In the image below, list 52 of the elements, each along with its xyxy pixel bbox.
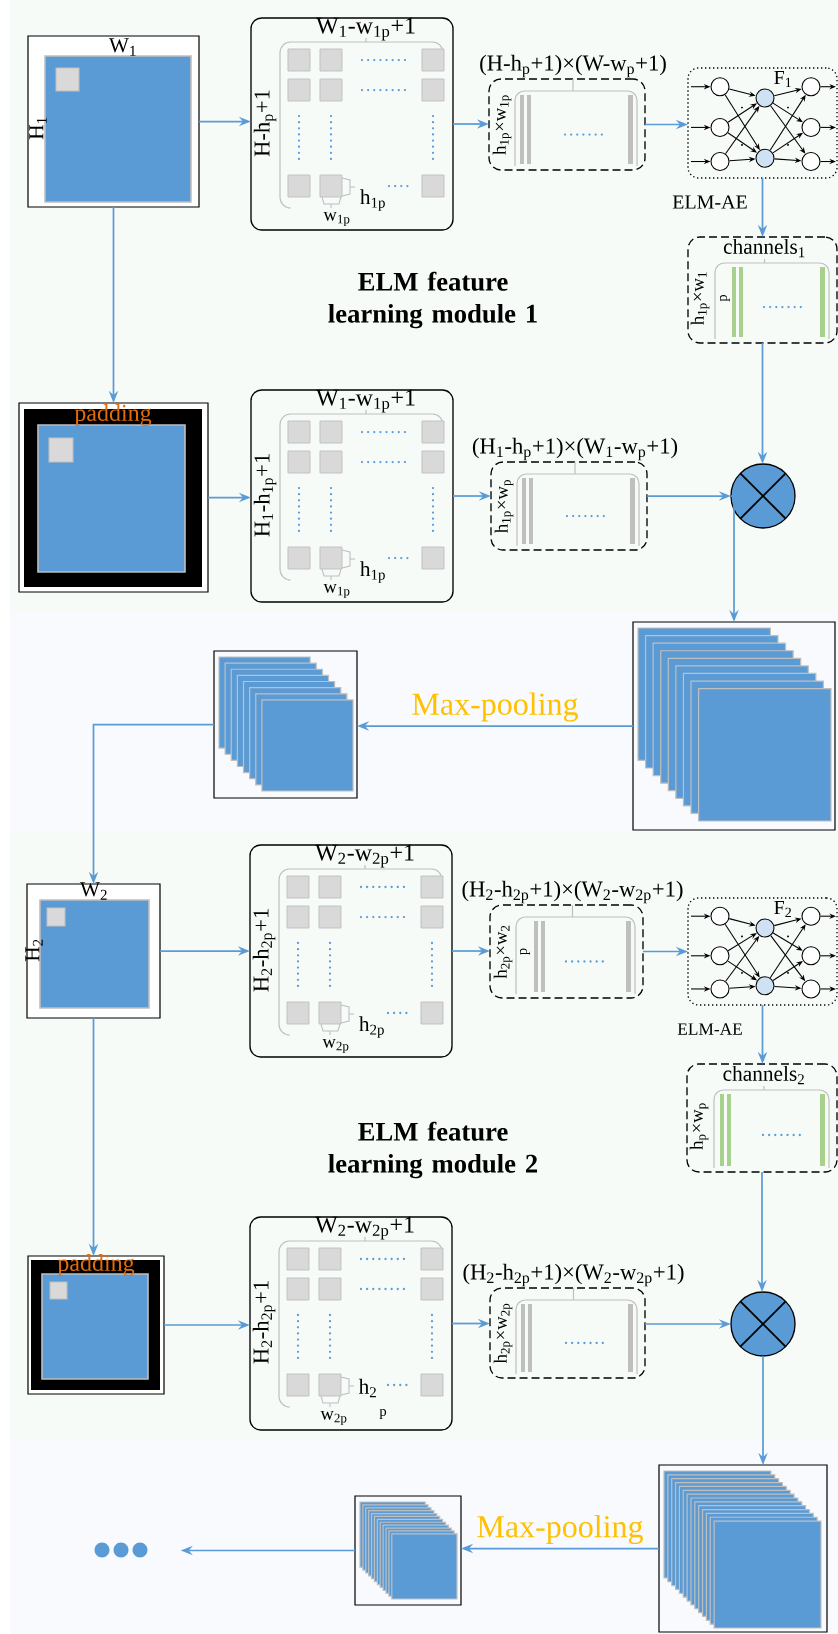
dimension-label: h$_{1p}$×w$_{1}$ (690, 272, 710, 325)
dimension-label: (H-h$_{p}$+1)×(W-w$_{p}$+1) (480, 54, 666, 78)
feature-map-stack-drawing (213, 650, 358, 799)
dimension-label: (H$_{2}$-h$_{2p}$+1)×(W$_{2}$-w$_{2p}$+1) (463, 1263, 684, 1287)
feature-map-stack-drawing (658, 1464, 828, 1633)
module-title: ELM feature learning module 2 (328, 1121, 538, 1179)
dimension-label: H$_{2}$-h$_{2p}$+1 (252, 909, 276, 992)
dimension-label: W$_{2}$-w$_{2p}$+1 (315, 844, 414, 868)
dimension-label: h$_{2p}$ (359, 1016, 384, 1038)
caption-label: ELM-AE (672, 195, 747, 209)
dimension-label: w$_{2p}$ (320, 1410, 347, 1426)
dimension-label: h$_{1p}$ (360, 561, 385, 583)
multiply-circle (730, 1291, 796, 1357)
dimension-label: H$_{1}$ (29, 117, 47, 140)
ellipsis-dots (94, 1542, 148, 1558)
dimension-label: h$_{1p}$ (360, 189, 385, 211)
multiply-circle (730, 463, 796, 529)
dimension-label: h$_{1p}$×w$_{p}$ (494, 480, 514, 533)
edge-label: Max-pooling (410, 691, 580, 723)
dimension-label: h$_{2}$ (358, 1378, 376, 1398)
dimension-label: W$_{2}$-w$_{2p}$+1 (315, 1216, 414, 1240)
dimension-label: w$_{1p}$ (323, 211, 350, 227)
dimension-label: H$_{1}$-h$_{1p}$+1 (253, 454, 277, 537)
dimension-label: H$_{2}$ (25, 939, 43, 962)
dimension-label: p (720, 294, 730, 302)
dimension-label: h$_{2p}$×w$_{2p}$ (493, 1303, 513, 1364)
dimension-label: h$_{2p}$×w$_{2}$ (493, 925, 513, 979)
dimension-label: (H$_{1}$-h$_{p}$+1)×(W$_{1}$-w$_{p}$+1) (472, 437, 678, 461)
layer-label: F$_{1}$ (774, 71, 791, 87)
dimension-label: (H$_{2}$-h$_{2p}$+1)×(W$_{2}$-w$_{2p}$+1) (462, 880, 683, 904)
dimension-label: h$_{p}$×w$_{p}$ (689, 1103, 709, 1150)
caption-label: ELM-AE (677, 1023, 742, 1035)
dimension-label: channels$_{1}$ (723, 238, 805, 258)
dimension-label: p (379, 1409, 387, 1419)
dimension-label: H-h$_{p}$+1 (253, 90, 277, 157)
feature-map-stack-drawing (354, 1495, 462, 1606)
layer-label: F$_{2}$ (774, 901, 791, 917)
edge-label: Max-pooling (475, 1513, 645, 1546)
padding-label: padding (74, 404, 152, 426)
dimension-label: w$_{2p}$ (322, 1038, 349, 1054)
dimension-label: W$_{1}$ (108, 38, 136, 56)
dimension-label: W$_{1}$-w$_{1p}$+1 (316, 17, 415, 41)
dimension-label: w$_{1p}$ (323, 583, 350, 599)
dimension-label: p (520, 948, 530, 955)
dimension-label: H$_{2}$-h$_{2p}$+1 (252, 1281, 276, 1364)
feature-map-stack-drawing (632, 621, 836, 831)
dimension-label: W$_{1}$-w$_{1p}$+1 (316, 389, 415, 413)
dimension-label: h$_{1p}$×w$_{1p}$ (492, 95, 512, 155)
padding-label: padding (57, 1254, 135, 1276)
module-title: ELM feature learning module 1 (328, 271, 537, 329)
dimension-label: channels$_{2}$ (723, 1065, 804, 1085)
dimension-label: W$_{2}$ (79, 882, 107, 900)
